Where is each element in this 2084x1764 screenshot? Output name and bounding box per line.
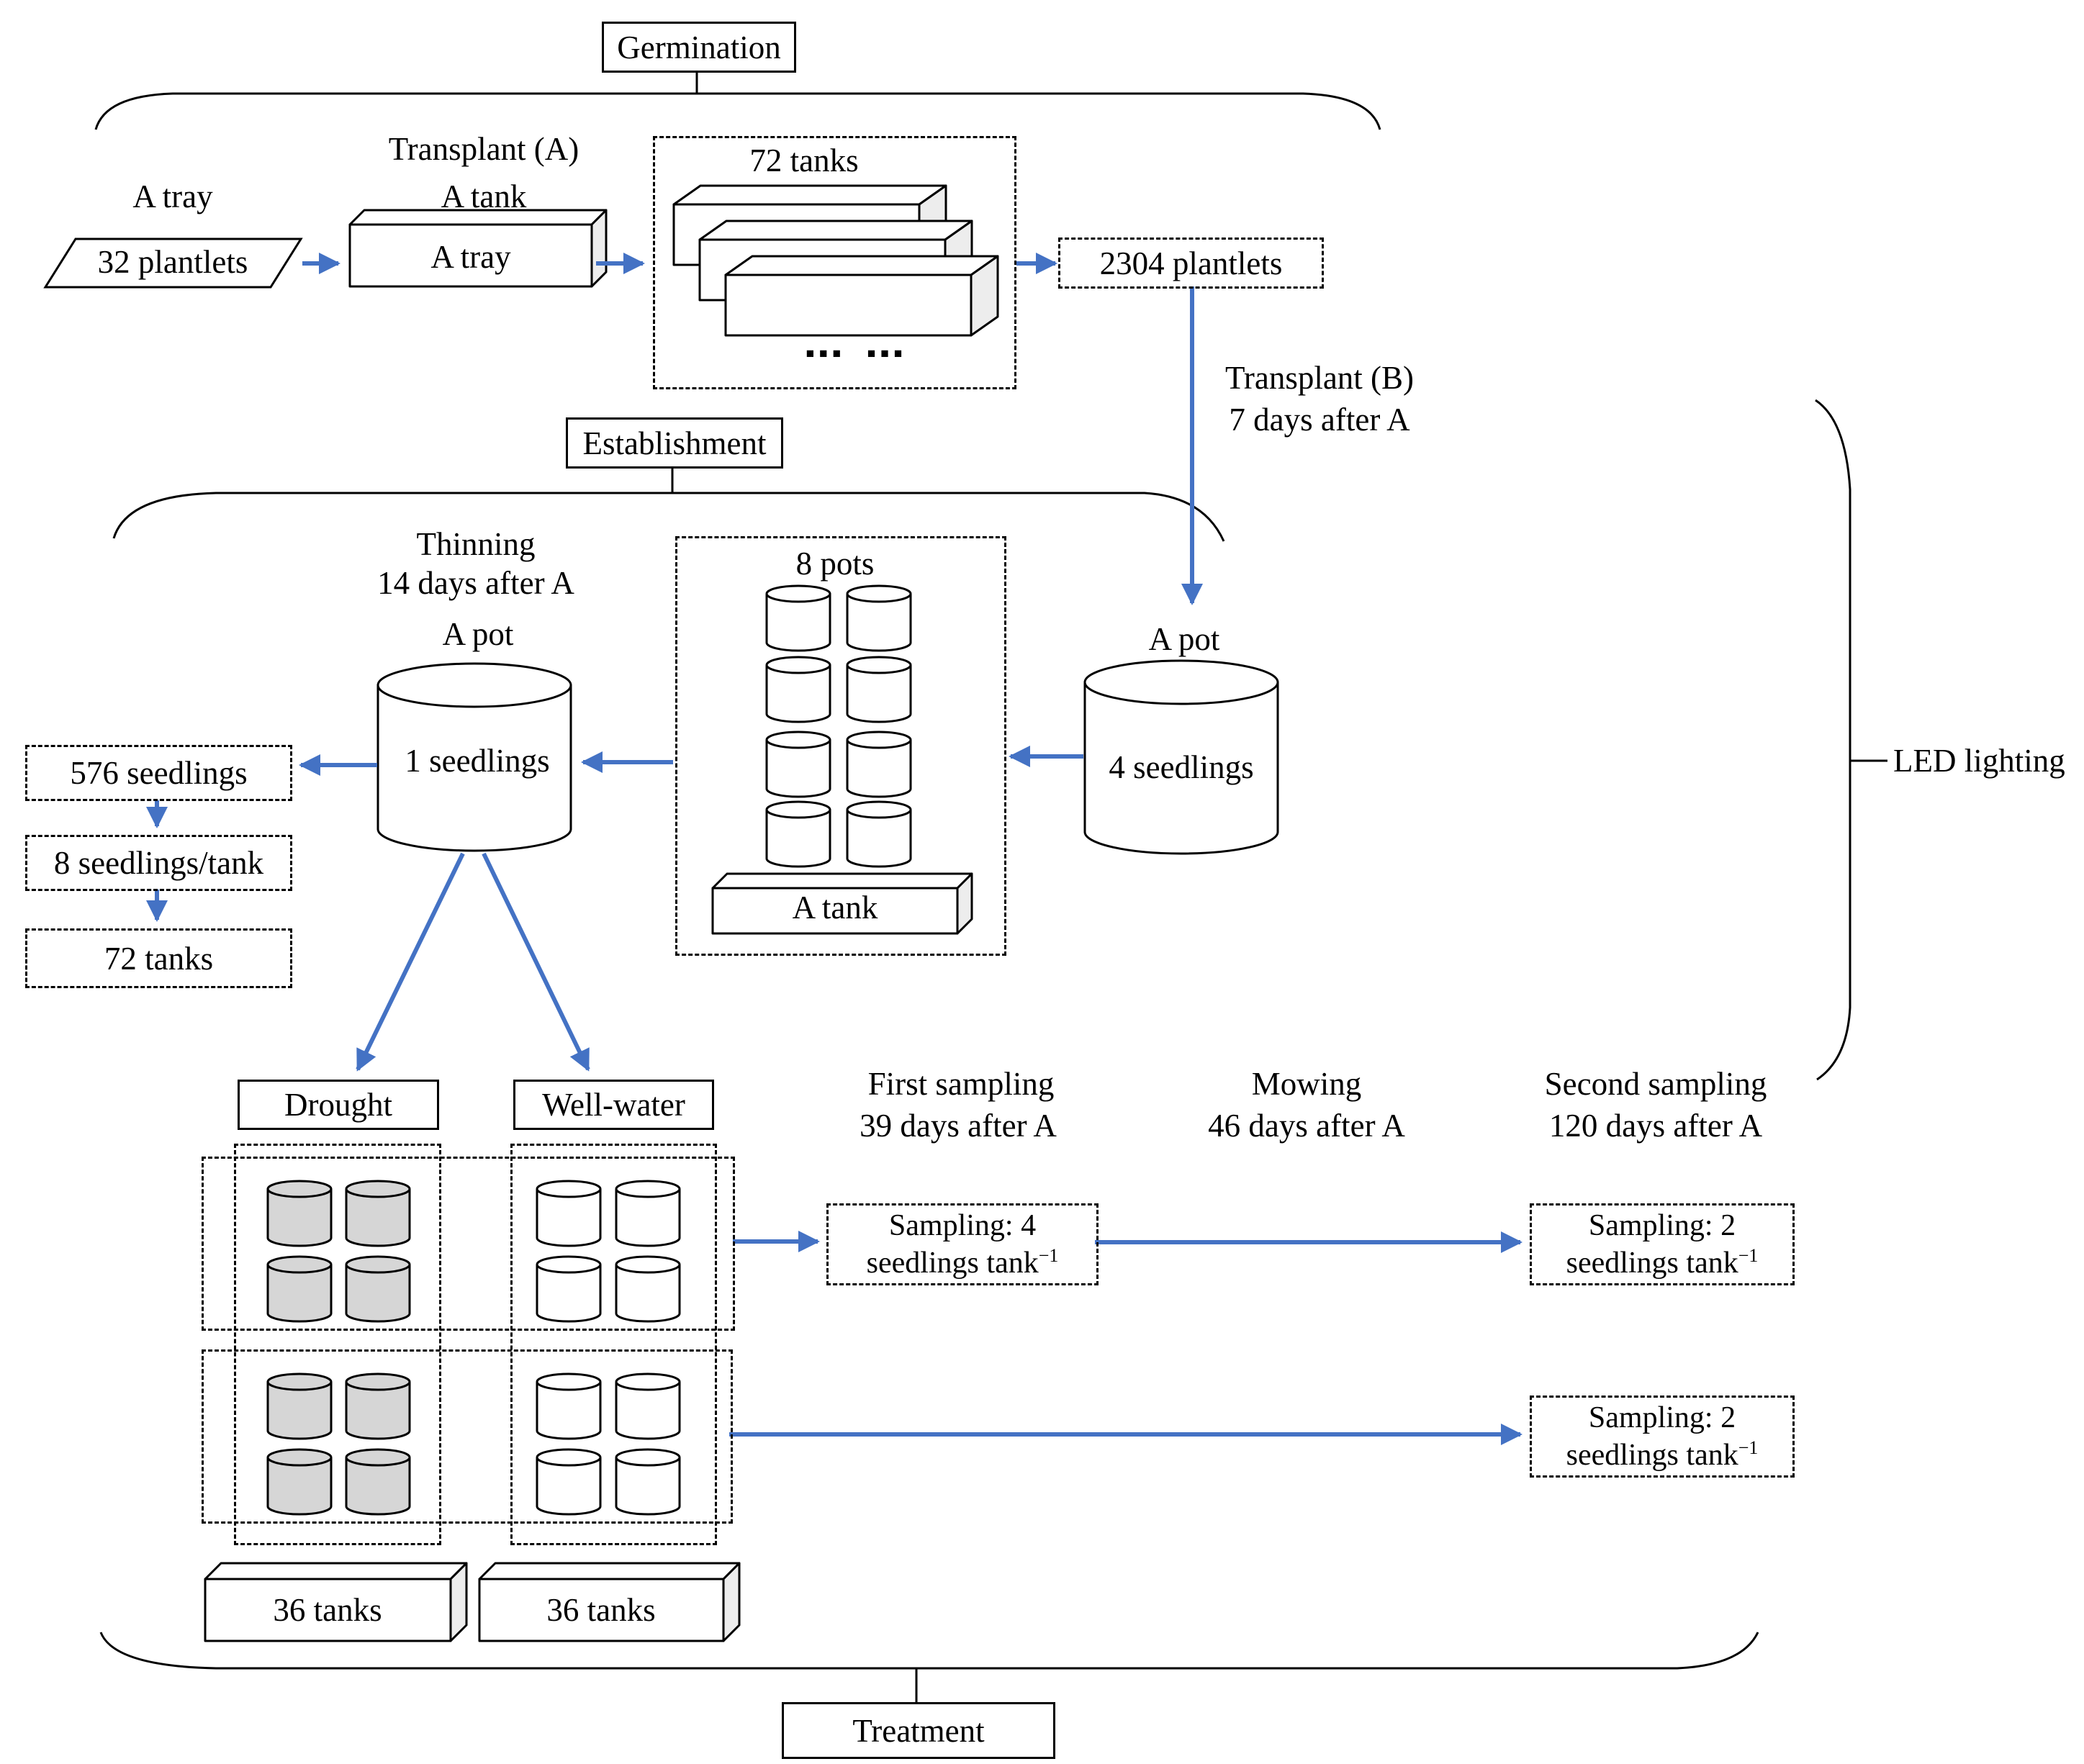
germination-phase-box: Germination bbox=[602, 22, 796, 73]
tanks-72-result-label: 72 tanks bbox=[104, 940, 214, 977]
first-sampling-header-line2: 39 days after A bbox=[860, 1108, 1057, 1144]
well-water-column-box bbox=[510, 1144, 717, 1545]
arrow-pot-to-drought bbox=[356, 852, 465, 1072]
second-sampling-header-line1: Second sampling bbox=[1544, 1066, 1767, 1102]
sampling-2-row1-line2: seedlings tank−1 bbox=[1566, 1245, 1759, 1280]
block-row-1-box bbox=[202, 1157, 735, 1331]
seedlings-4-label: 4 seedlings bbox=[1109, 749, 1254, 785]
sampling-2-box-row2: Sampling: 2 seedlings tank−1 bbox=[1530, 1396, 1795, 1478]
well-water-box: Well-water bbox=[513, 1080, 714, 1130]
plantlets-2304-label: 2304 plantlets bbox=[1099, 245, 1283, 281]
sampling-2-row2-line2: seedlings tank−1 bbox=[1566, 1437, 1759, 1472]
establishment-phase-label: Establishment bbox=[582, 425, 767, 461]
treatment-brace bbox=[99, 1632, 1759, 1670]
block-row-2-box bbox=[202, 1349, 733, 1524]
mowing-header-line2: 46 days after A bbox=[1208, 1108, 1405, 1144]
tray-parallelogram-icon bbox=[43, 238, 303, 289]
pots-8-label: 8 pots bbox=[795, 546, 875, 582]
ellipsis-dots: ■■■ ■■■ bbox=[806, 346, 908, 361]
tanks-36-drought-label: 36 tanks bbox=[273, 1592, 382, 1628]
led-lighting-bracket bbox=[1815, 399, 1851, 1081]
plantlets-32-label: 32 plantlets bbox=[97, 244, 248, 280]
second-sampling-header-line2: 120 days after A bbox=[1548, 1108, 1763, 1144]
plantlets-2304-box: 2304 plantlets bbox=[1058, 238, 1324, 289]
seedlings-per-tank-box: 8 seedlings/tank bbox=[25, 835, 292, 891]
tanks-36-drought-3d-icon bbox=[204, 1562, 468, 1642]
seedlings-1-label: 1 seedlings bbox=[405, 743, 550, 779]
transplant-b-label-line1: Transplant (B) bbox=[1224, 360, 1415, 396]
transplant-b-label-line2: 7 days after A bbox=[1229, 402, 1410, 438]
a-tray-tank-3d-icon bbox=[348, 209, 608, 288]
sampling-2-box-row1: Sampling: 2 seedlings tank−1 bbox=[1530, 1203, 1795, 1285]
tanks-72-group-box bbox=[653, 136, 1016, 389]
tanks-36-wellwater-label: 36 tanks bbox=[546, 1592, 656, 1628]
a-tank-box-text: A tank bbox=[792, 890, 878, 926]
pot-4-seedlings-cylinder-icon bbox=[1083, 659, 1279, 855]
a-tray-caption: A tray bbox=[132, 178, 213, 214]
arrow-pot-to-wellwater bbox=[482, 852, 590, 1072]
sampling-2-row2-line1: Sampling: 2 bbox=[1588, 1401, 1736, 1434]
a-tank-3d-icon bbox=[711, 872, 973, 935]
a-pot-left-caption: A pot bbox=[442, 616, 514, 652]
tank-stack-3d-icon bbox=[672, 184, 999, 337]
a-pot-right-caption: A pot bbox=[1148, 621, 1220, 657]
tanks-72-label: 72 tanks bbox=[749, 143, 859, 178]
first-sampling-header-line1: First sampling bbox=[867, 1066, 1055, 1102]
sampling-4-box: Sampling: 4 seedlings tank−1 bbox=[826, 1203, 1099, 1285]
drought-label: Drought bbox=[284, 1087, 392, 1123]
germination-phase-label: Germination bbox=[617, 29, 781, 65]
seedlings-576-box: 576 seedlings bbox=[25, 745, 292, 801]
pot-1-seedlings-cylinder-icon bbox=[376, 662, 572, 852]
led-lighting-label: LED lighting bbox=[1893, 743, 2065, 779]
well-water-label: Well-water bbox=[542, 1087, 685, 1123]
treatment-phase-label: Treatment bbox=[852, 1712, 985, 1749]
establishment-brace bbox=[112, 492, 1225, 542]
pots-8-group-box bbox=[675, 536, 1006, 956]
thinning-label-line1: Thinning bbox=[416, 526, 536, 562]
thinning-label-line2: 14 days after A bbox=[377, 565, 574, 601]
sampling-2-row1-line1: Sampling: 2 bbox=[1588, 1208, 1736, 1242]
sampling-4-line1: Sampling: 4 bbox=[888, 1208, 1037, 1242]
treatment-phase-box: Treatment bbox=[782, 1702, 1055, 1759]
establishment-phase-box: Establishment bbox=[566, 417, 783, 469]
germination-brace bbox=[94, 92, 1381, 130]
drought-box: Drought bbox=[238, 1080, 439, 1130]
transplant-a-label: Transplant (A) bbox=[388, 131, 579, 167]
sampling-4-line2: seedlings tank−1 bbox=[866, 1245, 1059, 1280]
mowing-header-line1: Mowing bbox=[1251, 1066, 1362, 1102]
a-tray-box-text: A tray bbox=[430, 239, 511, 275]
a-tank-caption: A tank bbox=[441, 178, 527, 214]
seedlings-576-label: 576 seedlings bbox=[70, 755, 248, 791]
tanks-72-result-box: 72 tanks bbox=[25, 928, 292, 988]
tanks-36-wellwater-3d-icon bbox=[478, 1562, 741, 1642]
drought-column-box bbox=[234, 1144, 441, 1545]
seedlings-per-tank-label: 8 seedlings/tank bbox=[53, 845, 264, 881]
